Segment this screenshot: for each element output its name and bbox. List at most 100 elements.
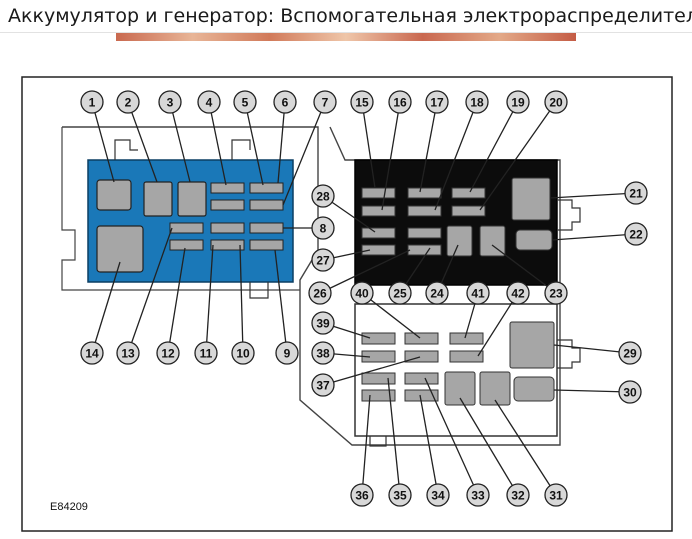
fuse-35 [361, 372, 396, 385]
fuse-19 [451, 187, 486, 199]
fuse-37 [404, 350, 439, 363]
callout-label-15: 15 [355, 96, 369, 110]
callout-circle-9 [275, 341, 299, 365]
callout-label-38: 38 [316, 347, 330, 361]
leader-line-37 [322, 356, 421, 386]
callout-circle-14 [80, 341, 104, 365]
leader-line-21 [549, 192, 637, 199]
callout-1: 1 [80, 90, 104, 114]
fuse-5 [249, 182, 284, 194]
fuse-28 [361, 227, 396, 239]
callout-label-24: 24 [430, 287, 444, 301]
callout-circle-25 [388, 281, 412, 305]
callout-label-37: 37 [316, 379, 330, 393]
leader-line-33 [424, 377, 479, 496]
fuse-16 [361, 205, 396, 217]
leader-line-26 [319, 249, 411, 294]
relay-23 [479, 225, 506, 257]
connector-tab-right-bottom [557, 339, 581, 369]
page-title: Аккумулятор и генератор: Вспомогательная… [8, 5, 692, 27]
callout-33: 33 [466, 483, 490, 507]
fuse-33 [404, 372, 439, 385]
figure-code: E84209 [50, 501, 88, 513]
callout-8: 8 [311, 216, 335, 240]
fuse-11 [210, 222, 245, 234]
callout-label-11: 11 [200, 347, 213, 361]
callout-3: 3 [158, 90, 182, 114]
relay-30 [513, 376, 555, 402]
callout-circle-10 [231, 341, 255, 365]
callout-circle-30 [618, 380, 642, 404]
leader-line-35 [387, 377, 401, 496]
callout-circle-19 [506, 90, 530, 114]
fuse-42 [449, 350, 484, 363]
callout-label-19: 19 [511, 96, 525, 110]
callout-label-10: 10 [236, 347, 250, 361]
callout-label-30: 30 [623, 386, 637, 400]
callout-circle-27 [311, 248, 335, 272]
callout-9: 9 [275, 341, 299, 365]
leader-line-16 [381, 101, 401, 211]
relay-22 [515, 229, 553, 251]
callout-20: 20 [544, 90, 568, 114]
fuse-13 [169, 222, 204, 234]
callout-circle-39 [311, 311, 335, 335]
callout-circle-38 [311, 341, 335, 365]
fuse-27 [361, 244, 396, 256]
fuse-18 [407, 205, 442, 217]
callout-circle-23 [544, 281, 568, 305]
callout-circle-22 [624, 222, 648, 246]
leader-line-18 [434, 101, 478, 211]
callout-circle-5 [233, 90, 257, 114]
callout-label-16: 16 [393, 96, 407, 110]
callout-circle-8 [311, 216, 335, 240]
callout-circle-42 [506, 281, 530, 305]
fuse-39 [361, 332, 396, 345]
callout-label-13: 13 [121, 347, 135, 361]
leader-line-42 [477, 292, 519, 357]
callout-38: 38 [311, 341, 335, 365]
callout-label-3: 3 [167, 96, 174, 110]
leader-line-13 [127, 227, 173, 354]
fuse-26 [407, 227, 442, 239]
callout-22: 22 [624, 222, 648, 246]
callout-41: 41 [466, 281, 490, 305]
fuse-10 [210, 239, 245, 251]
callout-34: 34 [426, 483, 450, 507]
leader-line-7 [282, 101, 326, 206]
relay-1 [96, 179, 132, 211]
callout-circle-18 [465, 90, 489, 114]
fuse-40 [404, 332, 439, 345]
fuse-15 [361, 187, 396, 199]
callout-29: 29 [618, 341, 642, 365]
callout-label-36: 36 [355, 489, 369, 503]
leader-line-32 [459, 397, 519, 496]
callout-14: 14 [80, 341, 104, 365]
relay-32 [444, 371, 476, 406]
callout-circle-28 [311, 184, 335, 208]
callout-label-1: 1 [89, 96, 96, 110]
fuse-20 [451, 205, 486, 217]
connector-tab-bottom-white [369, 436, 387, 447]
leader-line-23 [491, 244, 557, 294]
leader-line-5 [244, 101, 264, 186]
callout-circle-4 [197, 90, 221, 114]
callout-21: 21 [624, 181, 648, 205]
callout-circle-35 [388, 483, 412, 507]
leader-line-3 [169, 101, 191, 183]
callout-label-35: 35 [393, 489, 407, 503]
leader-line-15 [361, 101, 376, 189]
leader-line-9 [274, 249, 288, 354]
fuse-7 [210, 199, 245, 211]
fuse-36 [361, 389, 396, 402]
callout-circle-29 [618, 341, 642, 365]
callout-circle-21 [624, 181, 648, 205]
callout-label-17: 17 [430, 96, 444, 110]
callout-circle-15 [350, 90, 374, 114]
callout-circle-37 [311, 373, 335, 397]
leader-line-20 [479, 101, 557, 211]
callout-12: 12 [156, 341, 180, 365]
callout-17: 17 [425, 90, 449, 114]
leader-line-11 [205, 244, 214, 354]
callout-6: 6 [273, 90, 297, 114]
